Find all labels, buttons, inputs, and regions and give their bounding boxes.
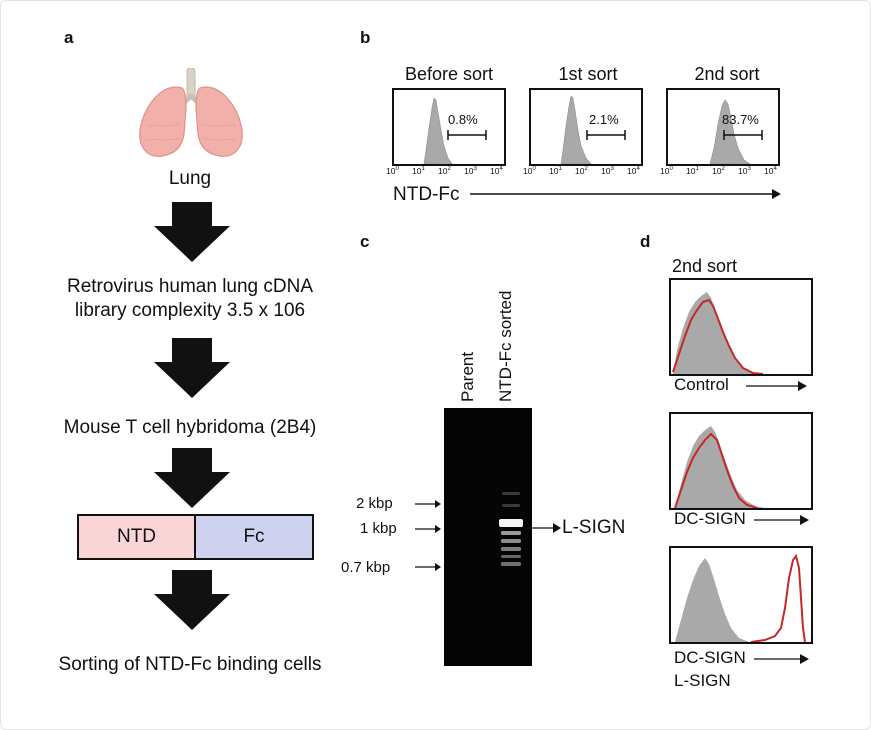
histogram-gray-fill	[675, 558, 749, 642]
down-arrow-icon	[154, 570, 230, 630]
x-tick-label: 100	[386, 166, 399, 176]
band-arrow-icon	[531, 523, 561, 533]
construct-ntd-segment: NTD	[79, 516, 196, 558]
gel-band	[502, 492, 520, 495]
x-tick-label: 103	[738, 166, 751, 176]
marker-1kbp: 1 kbp	[360, 520, 397, 537]
histogram-dc-sign-l-sign	[669, 546, 813, 644]
gel-image	[444, 408, 532, 666]
lung-icon	[139, 68, 243, 157]
gel-band	[501, 555, 521, 558]
lane-label-ntd-fc-sorted: NTD-Fc sorted	[496, 290, 515, 402]
histogram-peak	[709, 99, 751, 164]
control-label: Control	[674, 375, 729, 394]
histogram-gray-fill	[675, 426, 765, 508]
marker-2kbp: 2 kbp	[356, 495, 393, 512]
histogram-title-1st-sort: 1st sort	[558, 64, 618, 84]
sorting-step: Sorting of NTD-Fc binding cells	[58, 654, 322, 675]
histogram-red-line	[672, 298, 764, 374]
gel-band	[501, 539, 521, 543]
hybridoma-step: Mouse T cell hybridoma (2B4)	[63, 417, 317, 438]
x-tick-label: 104	[764, 166, 777, 176]
axis-arrow-icon	[470, 189, 781, 199]
axis-arrow-icon	[754, 515, 809, 525]
x-tick-label: 100	[523, 166, 536, 176]
histogram-title-before-sort: Before sort	[404, 64, 494, 84]
histogram-2nd-sort: 83.7%	[666, 88, 780, 166]
panel-a-letter: a	[64, 28, 74, 47]
x-tick-label: 103	[464, 166, 477, 176]
marker-arrows-icon	[415, 500, 441, 571]
gel-band	[501, 562, 521, 566]
construct-fc-segment: Fc	[196, 516, 312, 558]
histogram-title-2nd-sort: 2nd sort	[694, 64, 760, 84]
lane-label-parent: Parent	[458, 351, 477, 402]
dc-sign-l-sign-label-line2: L-SIGN	[674, 671, 731, 690]
marker-0-7kbp: 0.7 kbp	[341, 559, 391, 576]
panel-d-letter: d	[640, 232, 651, 251]
histogram-peak	[560, 95, 592, 164]
x-tick-label: 104	[490, 166, 503, 176]
panel-b-letter: b	[360, 28, 371, 47]
histogram-control	[669, 278, 813, 376]
gate-percent-2nd-sort: 83.7%	[722, 112, 759, 127]
x-tick-label: 103	[601, 166, 614, 176]
down-arrow-icon	[154, 448, 230, 508]
binding-title: 2nd sort	[672, 256, 738, 276]
l-sign-band-label: L-SIGN	[562, 517, 626, 538]
x-tick-label: 101	[549, 166, 562, 176]
gate-percent-before-sort: 0.8%	[448, 112, 478, 127]
ntd-fc-axis-label: NTD-Fc	[393, 184, 460, 205]
gel-band	[501, 547, 521, 551]
down-arrow-icon	[154, 202, 230, 262]
down-arrow-icon	[154, 338, 230, 398]
histogram-red-line	[674, 432, 758, 508]
lung-label: Lung	[168, 168, 212, 189]
x-tick-label: 102	[712, 166, 725, 176]
gel-band-l-sign	[499, 519, 523, 527]
x-tick-label: 102	[575, 166, 588, 176]
histogram-before-sort: 0.8%	[392, 88, 506, 166]
x-tick-label: 104	[627, 166, 640, 176]
axis-arrow-icon	[754, 654, 809, 664]
gel-band	[502, 504, 520, 507]
x-tick-label: 100	[660, 166, 673, 176]
library-step-line2: library complexity 3.5 x 106	[74, 300, 306, 321]
histogram-red-line	[750, 553, 806, 642]
x-tick-label: 101	[412, 166, 425, 176]
dc-sign-l-sign-label-line1: DC-SIGN	[674, 648, 746, 667]
gate-percent-1st-sort: 2.1%	[589, 112, 619, 127]
dc-sign-label: DC-SIGN	[674, 509, 746, 528]
library-step-line1: Retrovirus human lung cDNA	[66, 276, 314, 297]
histogram-dc-sign	[669, 412, 813, 510]
panel-c-letter: c	[360, 232, 370, 251]
histogram-1st-sort: 2.1%	[529, 88, 643, 166]
x-tick-label: 101	[686, 166, 699, 176]
x-tick-label: 102	[438, 166, 451, 176]
histogram-peak	[423, 97, 453, 164]
ntd-fc-construct: NTD Fc	[77, 514, 314, 560]
axis-arrow-icon	[746, 381, 807, 391]
gel-band	[501, 531, 521, 535]
